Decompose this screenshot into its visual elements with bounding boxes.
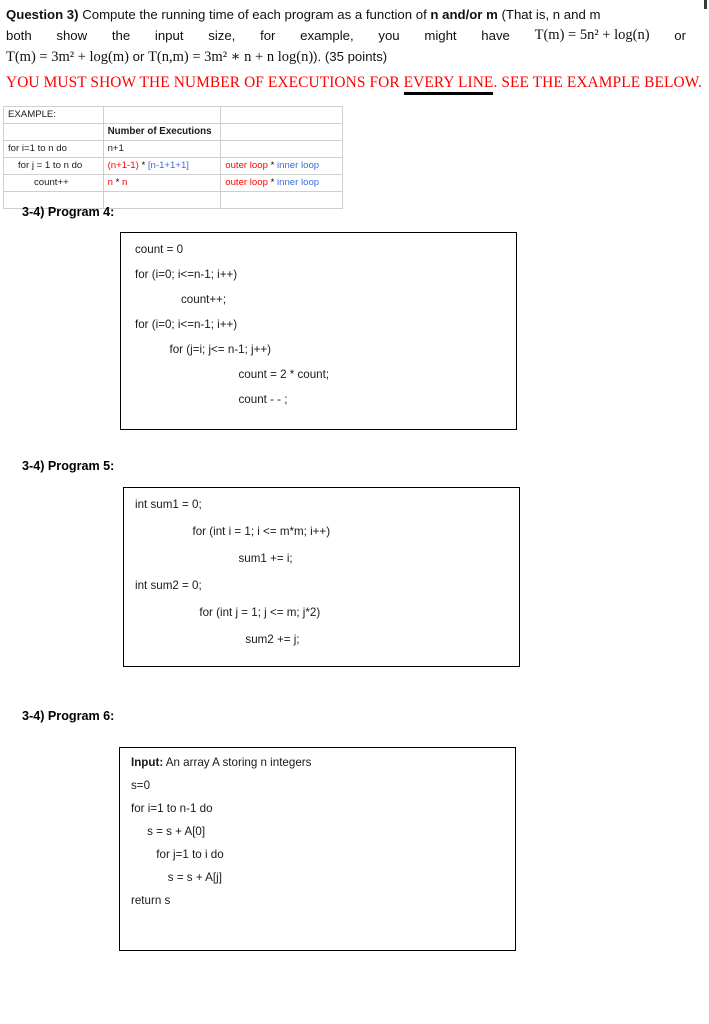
question-line-3: T(m) = 3m² + log(m) or T(n,m) = 3m² ∗ n …	[6, 46, 703, 68]
example-cell-fragment: *	[267, 177, 277, 188]
example-table-cell: outer loop * inner loop	[220, 174, 343, 192]
code-line: for j=1 to i do	[156, 848, 224, 861]
program-code-box: count = 0 for (i=0; i<=n-1; i++) count++; f…	[120, 232, 517, 430]
example-cell-fragment: inner loop	[276, 160, 320, 171]
example-table-cell	[3, 123, 104, 141]
example-table-cell	[102, 106, 222, 124]
example-table-cell	[220, 123, 343, 141]
example-table-cell	[220, 140, 343, 158]
code-line: for (int i = 1; i <= m*m; i++)	[192, 525, 331, 538]
q2-word-1: show	[56, 28, 88, 43]
example-table-body: EXAMPLE: Number of Executions for i=1 to…	[3, 106, 343, 209]
question-line-1-text: Compute the running time of each program…	[78, 7, 431, 22]
example-cell-fragment: (n+1-1)	[107, 160, 139, 171]
program-label: 3-4) Program 6:	[22, 709, 115, 723]
example-table-cell: for j = 1 to n do	[3, 157, 104, 175]
example-table-row: EXAMPLE:	[3, 106, 343, 124]
example-cell-fragment: outer loop	[225, 177, 268, 188]
warning-text-before: YOU MUST SHOW THE NUMBER OF EXECUTIONS F…	[6, 74, 404, 91]
example-table-cell	[102, 191, 222, 209]
q2-tail: or	[674, 28, 686, 43]
question-line-1: Question 3) Compute the running time of …	[6, 4, 703, 25]
code-line: Input: An array A storing n integers	[131, 756, 312, 769]
example-cell-fragment: [n-1+1+1]	[147, 160, 189, 171]
execution-count-warning: YOU MUST SHOW THE NUMBER OF EXECUTIONS F…	[6, 74, 706, 95]
code-line: count - - ;	[238, 393, 288, 406]
q2-word-7: you	[378, 28, 400, 43]
code-line: s = s + A[j]	[167, 871, 222, 884]
example-table-cell: Number of Executions	[102, 123, 222, 141]
code-line: count++;	[181, 293, 227, 306]
code-line: int sum2 = 0;	[135, 579, 202, 592]
question-line-2: both show the input size, for example, y…	[6, 25, 686, 46]
code-line: for (i=0; i<=n-1; i++)	[135, 268, 238, 281]
formula-tm-5n2: T(m) = 5n² + log(n)	[534, 27, 650, 43]
code-line: s=0	[131, 779, 151, 792]
q3-mid: or	[132, 49, 145, 64]
code-line: sum1 += i;	[238, 552, 293, 565]
q2-word-3: input	[154, 28, 184, 43]
code-line: int sum1 = 0;	[135, 498, 202, 511]
question-line-1-emphasis: n and/or m	[430, 7, 498, 22]
example-table-row: for j = 1 to n do(n+1-1) * [n-1+1+1]oute…	[3, 157, 343, 175]
warning-text-underlined: EVERY LINE	[403, 74, 494, 95]
example-table-cell	[220, 191, 343, 209]
program-label: 3-4) Program 5:	[22, 459, 115, 473]
formula-tnm-3m2n: T(n,m) = 3m² ∗ n + n log(n)	[148, 49, 314, 65]
program-code-box: int sum1 = 0; for (int i = 1; i <= m*m; i…	[123, 487, 520, 667]
example-table-row: Number of Executions	[3, 123, 343, 141]
code-line-keyword: Input:	[131, 756, 164, 769]
code-line: for (i=0; i<=n-1; i++)	[135, 318, 238, 331]
example-cell-fragment: n	[107, 177, 113, 188]
q2-word-9: have	[481, 28, 510, 43]
example-table-cell	[220, 106, 343, 124]
q2-word-0: both	[6, 28, 32, 43]
q2-word-6: example,	[300, 28, 354, 43]
example-table-cell: outer loop * inner loop	[220, 157, 343, 175]
example-table-cell: count++	[3, 174, 104, 192]
scan-artifact	[704, 0, 707, 9]
example-table-cell: EXAMPLE:	[3, 106, 104, 124]
q2-word-2: the	[111, 28, 131, 43]
example-cell-fragment: outer loop	[225, 160, 268, 171]
example-cell-fragment: *	[138, 160, 148, 171]
question-header: Question 3) Compute the running time of …	[6, 4, 703, 68]
example-table: EXAMPLE: Number of Executions for i=1 to…	[3, 106, 343, 209]
code-line: for (j=i; j<= n-1; j++)	[169, 343, 272, 356]
code-line: s = s + A[0]	[147, 825, 206, 838]
q2-word-4: size,	[208, 28, 236, 43]
example-table-cell: for i=1 to n do	[3, 140, 104, 158]
q2-word-5: for	[260, 28, 276, 43]
code-line: sum2 += j;	[245, 633, 300, 646]
program-code-box: Input: An array A storing n integers s=0 f…	[119, 747, 516, 951]
example-table-cell: n * n	[102, 174, 222, 192]
example-table-cell: n+1	[102, 140, 222, 158]
formula-tm-3m2: T(m) = 3m² + log(m)	[6, 49, 129, 65]
example-cell-fragment: n	[122, 177, 128, 188]
code-line: for (int j = 1; j <= m; j*2)	[199, 606, 321, 619]
example-cell-fragment: *	[112, 177, 123, 188]
example-cell-fragment: *	[267, 160, 277, 171]
example-table-cell: (n+1-1) * [n-1+1+1]	[102, 157, 222, 175]
q3-tail: ). (35 points)	[313, 49, 388, 64]
question-line-1-tail: (That is, n and m	[497, 7, 601, 22]
example-cell-fragment: inner loop	[276, 177, 320, 188]
code-line: for i=1 to n-1 do	[131, 802, 213, 815]
program-label: 3-4) Program 4:	[22, 205, 115, 219]
example-table-row	[3, 191, 343, 209]
warning-text-after: . SEE THE EXAMPLE BELOW.	[493, 74, 702, 91]
code-line: count = 2 * count;	[238, 368, 330, 381]
question-label: Question 3)	[6, 7, 79, 22]
code-line: return s	[131, 894, 171, 907]
q2-word-8: might	[424, 28, 457, 43]
code-line: count = 0	[135, 243, 184, 256]
